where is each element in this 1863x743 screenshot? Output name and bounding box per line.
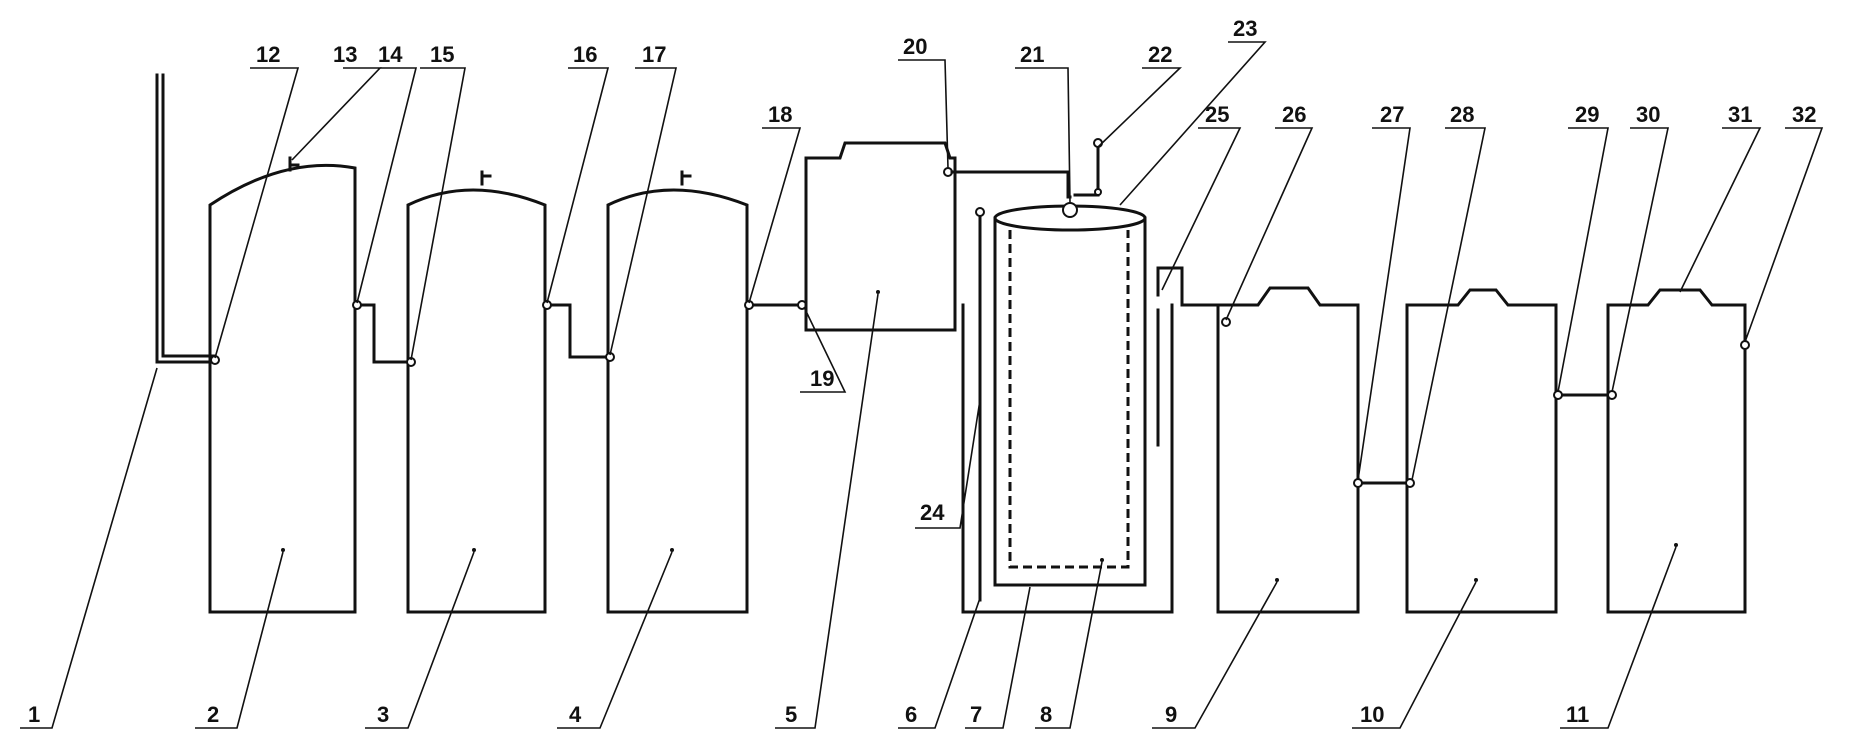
port-22-b bbox=[1094, 188, 1102, 196]
label-6: 6 bbox=[905, 702, 917, 727]
label-7: 7 bbox=[970, 702, 982, 727]
port-32 bbox=[1740, 340, 1750, 350]
label-18: 18 bbox=[768, 102, 792, 127]
label-24: 24 bbox=[920, 500, 945, 525]
reactor bbox=[961, 202, 1220, 614]
label-30: 30 bbox=[1636, 102, 1660, 127]
tank-2 bbox=[208, 156, 357, 614]
label-1: 1 bbox=[28, 702, 40, 727]
tank-9 bbox=[1216, 286, 1360, 614]
label-13: 13 bbox=[333, 42, 357, 67]
label-25: 25 bbox=[1205, 102, 1229, 127]
label-15: 15 bbox=[430, 42, 454, 67]
leader-lines bbox=[20, 41, 1824, 729]
label-20: 20 bbox=[903, 34, 927, 59]
label-32: 32 bbox=[1792, 102, 1816, 127]
label-5: 5 bbox=[785, 702, 797, 727]
label-28: 28 bbox=[1450, 102, 1474, 127]
label-4: 4 bbox=[569, 702, 582, 727]
pipe-2-3 bbox=[355, 303, 413, 364]
inlet-pipe bbox=[155, 73, 217, 364]
label-16: 16 bbox=[573, 42, 597, 67]
tank-11 bbox=[1606, 288, 1747, 614]
tank-10 bbox=[1405, 288, 1558, 614]
label-23: 23 bbox=[1233, 16, 1257, 41]
label-11: 11 bbox=[1566, 702, 1589, 727]
label-21: 21 bbox=[1020, 42, 1044, 67]
label-8: 8 bbox=[1040, 702, 1052, 727]
label-19: 19 bbox=[810, 366, 834, 391]
port-26 bbox=[1221, 317, 1231, 327]
label-3: 3 bbox=[377, 702, 389, 727]
pipe-22 bbox=[1073, 143, 1100, 197]
pipe-5-reactor bbox=[950, 170, 1072, 199]
port-29 bbox=[1553, 390, 1563, 400]
label-9: 9 bbox=[1165, 702, 1177, 727]
label-29: 29 bbox=[1575, 102, 1599, 127]
label-2: 2 bbox=[207, 702, 219, 727]
label-27: 27 bbox=[1380, 102, 1404, 127]
label-22: 22 bbox=[1148, 42, 1172, 67]
label-10: 10 bbox=[1360, 702, 1384, 727]
port-30 bbox=[1607, 390, 1617, 400]
label-26: 26 bbox=[1282, 102, 1306, 127]
tank-3 bbox=[406, 170, 547, 614]
port-22 bbox=[1093, 138, 1103, 148]
port-27 bbox=[1353, 478, 1363, 488]
label-12: 12 bbox=[256, 42, 280, 67]
label-17: 17 bbox=[642, 42, 666, 67]
port-28 bbox=[1405, 478, 1415, 488]
label-31: 31 bbox=[1728, 102, 1752, 127]
label-14: 14 bbox=[378, 42, 403, 67]
unit-5 bbox=[804, 141, 957, 332]
pipe-3-4 bbox=[545, 303, 612, 359]
tank-4 bbox=[606, 170, 749, 614]
